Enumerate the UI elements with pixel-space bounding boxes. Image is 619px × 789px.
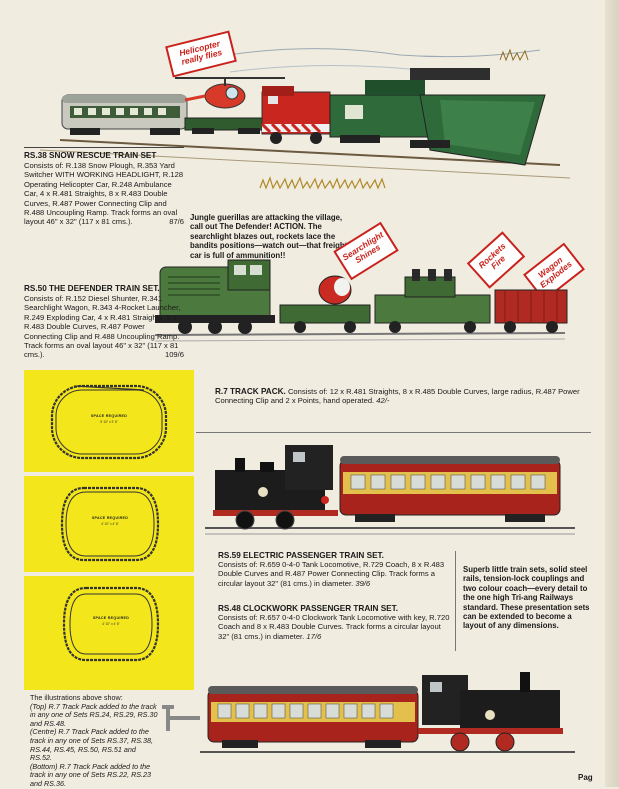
- rs59-title: RS.59 ELECTRIC PASSENGER TRAIN SET.: [218, 551, 384, 560]
- illustrations-note: The illustrations above show: (Top) R.7 …: [30, 693, 158, 789]
- searchlight-wagon: [279, 275, 371, 333]
- r7-title: R.7 TRACK PACK.: [215, 387, 286, 396]
- passenger-coach: [339, 456, 561, 522]
- space-size-centre: 4' 10" x 4' 6": [101, 522, 119, 526]
- illustrations-bottom: (Bottom) R.7 Track Pack added to the tra…: [30, 761, 152, 788]
- illustrations-top: (Top) R.7 Track Pack added to the track …: [30, 701, 158, 728]
- rs38-block: RS.38 SNOW RESCUE TRAIN SET Consists of:…: [24, 147, 184, 227]
- ambulance-car: [61, 94, 188, 135]
- side-divider: [455, 551, 456, 651]
- rs59-block: RS.59 ELECTRIC PASSENGER TRAIN SET. Cons…: [218, 551, 450, 588]
- r7-body: Consists of: 12 x R.481 Straights, 8 x R…: [215, 387, 580, 406]
- track-card-gap-1: [24, 472, 194, 476]
- clockwork-key: [162, 705, 200, 731]
- track-card-top: SPACE REQUIRED 5' 10" x 3' 6": [44, 378, 174, 466]
- rs59-body: Consists of: R.659 0-4-0 Tank Locomotive…: [218, 560, 445, 588]
- defender-train-illustration: [154, 259, 568, 342]
- rocket-launcher: [374, 269, 491, 333]
- rs48-body: Consists of: R.657 0-4-0 Clockwork Tank …: [218, 613, 450, 641]
- clockwork-coach: [207, 686, 419, 748]
- clockwork-tank-locomotive: [418, 672, 563, 752]
- rs38-title: RS.38 SNOW RESCUE TRAIN SET: [24, 151, 157, 160]
- r7-rule: [196, 432, 591, 433]
- space-size-top: 5' 10" x 3' 6": [100, 420, 118, 424]
- jungle-paragraph: Jungle guerillas are attacking the villa…: [190, 213, 348, 260]
- clockwork-passenger-train-illustration: [162, 672, 575, 753]
- oval-track-centre: [60, 486, 160, 562]
- diesel-shunter: [155, 259, 275, 334]
- space-size-bottom: 4' 10" x 4' 6": [102, 622, 120, 626]
- track-card-centre: SPACE REQUIRED 4' 10" x 4' 6": [54, 480, 166, 568]
- space-required-centre: SPACE REQUIRED: [91, 516, 129, 520]
- rs48-title: RS.48 CLOCKWORK PASSENGER TRAIN SET.: [218, 604, 398, 613]
- illustrations-intro: The illustrations above show:: [30, 693, 123, 702]
- track-card-bottom: SPACE REQUIRED 4' 10" x 4' 6": [56, 580, 166, 668]
- snow-plough-car: [329, 68, 546, 166]
- rs38-body: Consists of: R.138 Snow Plough, R.353 Ya…: [24, 161, 184, 227]
- oval-track-bottom: [62, 586, 160, 662]
- electric-passenger-train-illustration: [205, 445, 575, 535]
- rs48-block: RS.48 CLOCKWORK PASSENGER TRAIN SET. Con…: [218, 604, 450, 641]
- rs59-price: 39/6: [355, 578, 371, 588]
- tank-locomotive: [213, 445, 338, 530]
- track-card-gap-2: [24, 572, 194, 576]
- side-note: Superb little train sets, solid steel ra…: [463, 565, 590, 631]
- space-required-bottom: SPACE REQUIRED: [92, 616, 130, 620]
- snow-rescue-train-illustration: [39, 48, 571, 190]
- yard-switcher-locomotive: [260, 86, 331, 144]
- r7-block: R.7 TRACK PACK. Consists of: 12 x R.481 …: [215, 387, 595, 406]
- r7-price: 42/-: [376, 396, 390, 406]
- rs50-price: 109/6: [164, 350, 184, 360]
- page-edge: [605, 0, 619, 787]
- illustrations-centre: (Centre) R.7 Track Pack added to the tra…: [30, 727, 154, 763]
- rs50-block: RS.50 THE DEFENDER TRAIN SET. Consists o…: [24, 284, 184, 360]
- rs38-rule: [24, 147, 184, 148]
- rs50-title: RS.50 THE DEFENDER TRAIN SET.: [24, 284, 160, 293]
- rs38-price: 87/6: [169, 217, 184, 227]
- space-required-top: SPACE REQUIRED: [90, 414, 128, 418]
- oval-track-top: [50, 384, 168, 460]
- rs48-price: 17/6: [306, 631, 322, 641]
- page-label: Pag: [578, 773, 593, 782]
- exploding-car: [494, 289, 568, 333]
- rs50-body: Consists of: R.152 Diesel Shunter, R.341…: [24, 294, 181, 360]
